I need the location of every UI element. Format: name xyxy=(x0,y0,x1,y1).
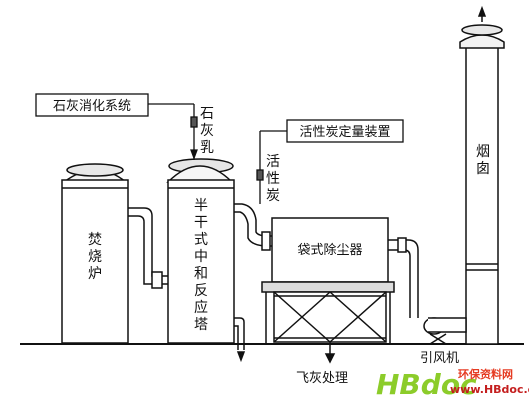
chimney-label: 烟囱 xyxy=(476,144,490,177)
reactor-tower xyxy=(166,158,235,344)
incinerator xyxy=(61,163,129,344)
carbon-label: 活性炭 xyxy=(266,154,280,204)
carbon-device-box xyxy=(286,119,404,143)
svg-text:www.HBdoc.cn: www.HBdoc.cn xyxy=(450,383,529,396)
lime-feed-line xyxy=(148,103,198,160)
carbon-feed-line xyxy=(256,130,287,204)
duct-reactor-to-filter xyxy=(234,203,272,251)
watermark: HBdoc 环保资料网 www.HBdoc.cn xyxy=(376,367,529,401)
reactor-ash-outlet xyxy=(234,317,246,363)
svg-text:HBdoc: HBdoc xyxy=(376,368,477,401)
reactor-label: 半干式中和反应塔 xyxy=(194,198,208,333)
bag-filter xyxy=(261,217,395,344)
bag-filter-label: 袋式除尘器 xyxy=(297,243,362,258)
incinerator-label: 焚烧炉 xyxy=(88,232,102,282)
duct-filter-to-fan xyxy=(388,237,419,318)
carbon-device-label: 活性炭定量装置 xyxy=(299,125,390,140)
induced-draft-fan xyxy=(423,317,467,345)
fly-ash-label: 飞灰处理 xyxy=(296,371,348,386)
chimney xyxy=(459,5,505,345)
lime-system-box xyxy=(35,93,149,117)
lime-milk-label: 石灰乳 xyxy=(200,106,214,156)
fly-ash-outlet xyxy=(324,342,336,364)
svg-text:环保资料网: 环保资料网 xyxy=(458,367,513,381)
lime-system-label: 石灰消化系统 xyxy=(53,99,131,114)
duct-incinerator-to-reactor xyxy=(128,207,168,289)
fan-label: 引风机 xyxy=(420,351,459,366)
